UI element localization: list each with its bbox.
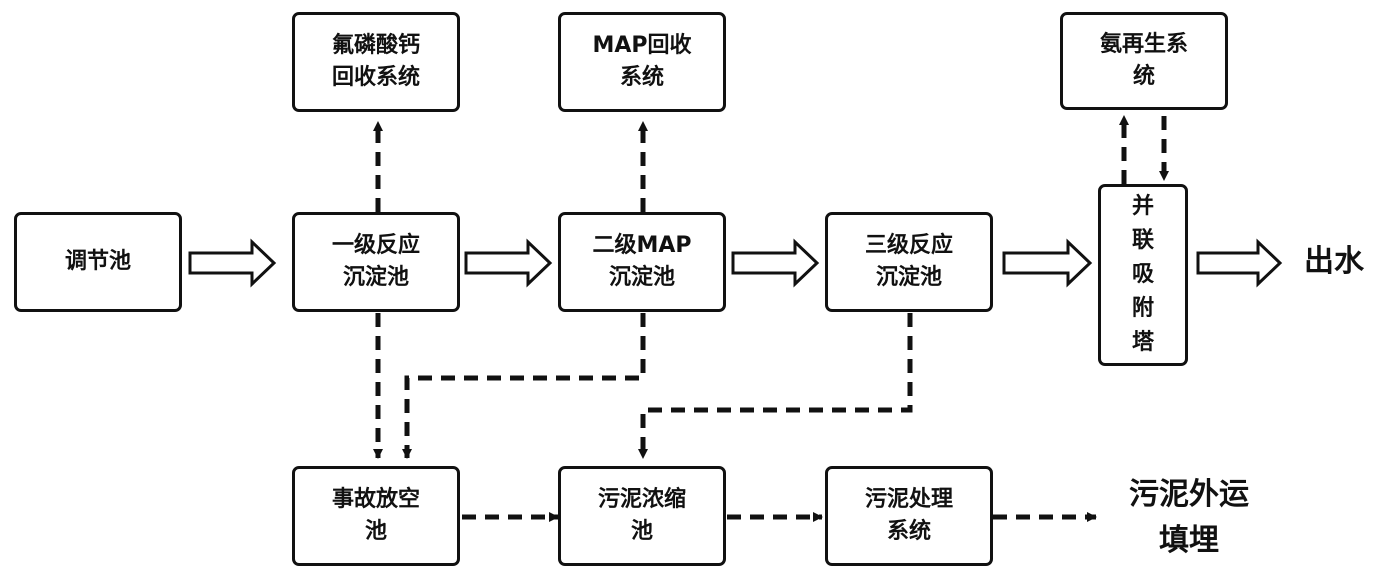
tower-label-char4: 附: [1131, 296, 1154, 321]
emergency-tank-label-line2: 池: [364, 519, 387, 544]
tower-label-char2: 联: [1131, 228, 1154, 253]
flow-arrow-tertiary-to-tower: [1002, 238, 1093, 288]
parallel-adsorption-tower-box: 并 联 吸 附 塔: [1098, 184, 1188, 366]
tertiary-reaction-tank-label-line2: 沉淀池: [875, 265, 942, 290]
tertiary-reaction-tank-box: 三级反应 沉淀池: [825, 212, 993, 312]
secondary-map-tank-label-line2: 沉淀池: [608, 265, 675, 290]
sludge-thickening-label-line2: 池: [630, 519, 653, 544]
fluorapatite-recovery-box: 氟磷酸钙 回收系统: [292, 12, 460, 112]
sludge-thickening-box: 污泥浓缩 池: [558, 466, 726, 566]
map-recovery-box: MAP回收 系统: [558, 12, 726, 112]
sludge-disposal-label-line2: 填埋: [1159, 523, 1219, 558]
sludge-treatment-label-line2: 系统: [886, 519, 931, 544]
emergency-tank-label-line1: 事故放空: [331, 487, 420, 512]
tertiary-reaction-tank-label-line1: 三级反应: [864, 233, 953, 258]
secondary-map-tank-label-line1: 二级MAP: [592, 233, 692, 258]
sludge-treatment-box: 污泥处理 系统: [825, 466, 993, 566]
sludge-thickening-label-line1: 污泥浓缩: [597, 487, 686, 512]
primary-reaction-tank-label-line2: 沉淀池: [342, 265, 409, 290]
tower-label-char5: 塔: [1131, 330, 1154, 355]
primary-reaction-tank-box: 一级反应 沉淀池: [292, 212, 460, 312]
map-recovery-label-line2: 系统: [619, 65, 664, 90]
sludge-disposal-label-line1: 污泥外运: [1129, 477, 1249, 512]
sludge-disposal-label: 污泥外运 填埋: [1104, 472, 1274, 564]
dashed-secondary-to-emergency: [402, 313, 646, 459]
emergency-tank-box: 事故放空 池: [292, 466, 460, 566]
ammonia-regeneration-label-line1: 氨再生系: [1099, 32, 1188, 57]
tower-label-char1: 并: [1131, 194, 1154, 219]
regulating-tank-label: 调节池: [64, 249, 131, 274]
primary-reaction-tank-label-line1: 一级反应: [331, 233, 420, 258]
sludge-treatment-label-line1: 污泥处理: [864, 487, 953, 512]
dashed-tertiary-to-thickening: [638, 313, 913, 459]
effluent-label: 出水: [1304, 244, 1364, 279]
flow-arrow-tower-to-effluent: [1196, 238, 1283, 288]
flow-arrow-regulating-to-primary: [188, 238, 277, 288]
ammonia-regeneration-box: 氨再生系 统: [1060, 12, 1228, 110]
secondary-map-tank-box: 二级MAP 沉淀池: [558, 212, 726, 312]
map-recovery-label-line1: MAP回收: [592, 33, 692, 58]
regulating-tank-box: 调节池: [14, 212, 182, 312]
fluorapatite-recovery-label-line1: 氟磷酸钙: [331, 33, 420, 58]
flow-arrow-primary-to-secondary: [464, 238, 553, 288]
fluorapatite-recovery-label-line2: 回收系统: [331, 65, 420, 90]
flow-arrow-secondary-to-tertiary: [731, 238, 820, 288]
ammonia-regeneration-label-line2: 统: [1132, 64, 1155, 89]
tower-label-char3: 吸: [1131, 262, 1154, 287]
